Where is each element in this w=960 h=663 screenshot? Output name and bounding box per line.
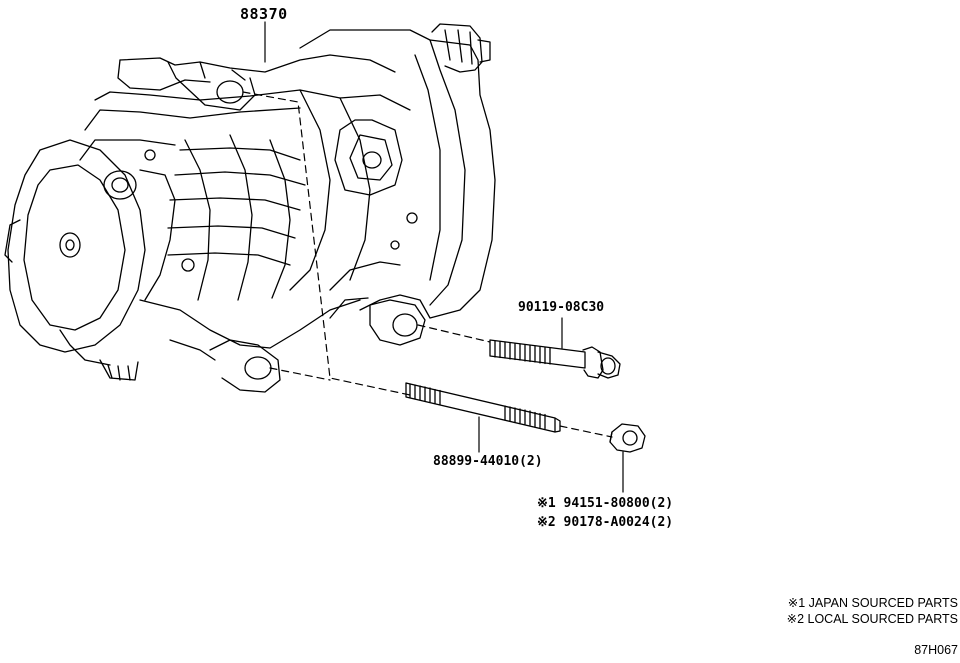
note-japan-sourced: ※1 JAPAN SOURCED PARTS [787,596,958,610]
bolt-90119-08c30 [489,339,621,379]
part-label-stud-bolt: 88899-44010(2) [433,454,543,469]
leader-lines [264,21,624,493]
compressor-body [4,23,496,393]
flange-nut [609,423,646,453]
part-label-nut-local: ※2 90178-A0024(2) [537,515,674,530]
stud-bolt-88899-44010 [405,382,561,433]
figure-reference-code: 87H067 [914,643,958,657]
note-local-sourced: ※2 LOCAL SOURCED PARTS [786,612,958,626]
part-label-nut-japan: ※1 94151-80800(2) [537,496,674,511]
assembly-lines [242,91,613,438]
part-label-compressor: 88370 [240,5,288,23]
part-label-bolt: 90119-08C30 [518,300,605,315]
